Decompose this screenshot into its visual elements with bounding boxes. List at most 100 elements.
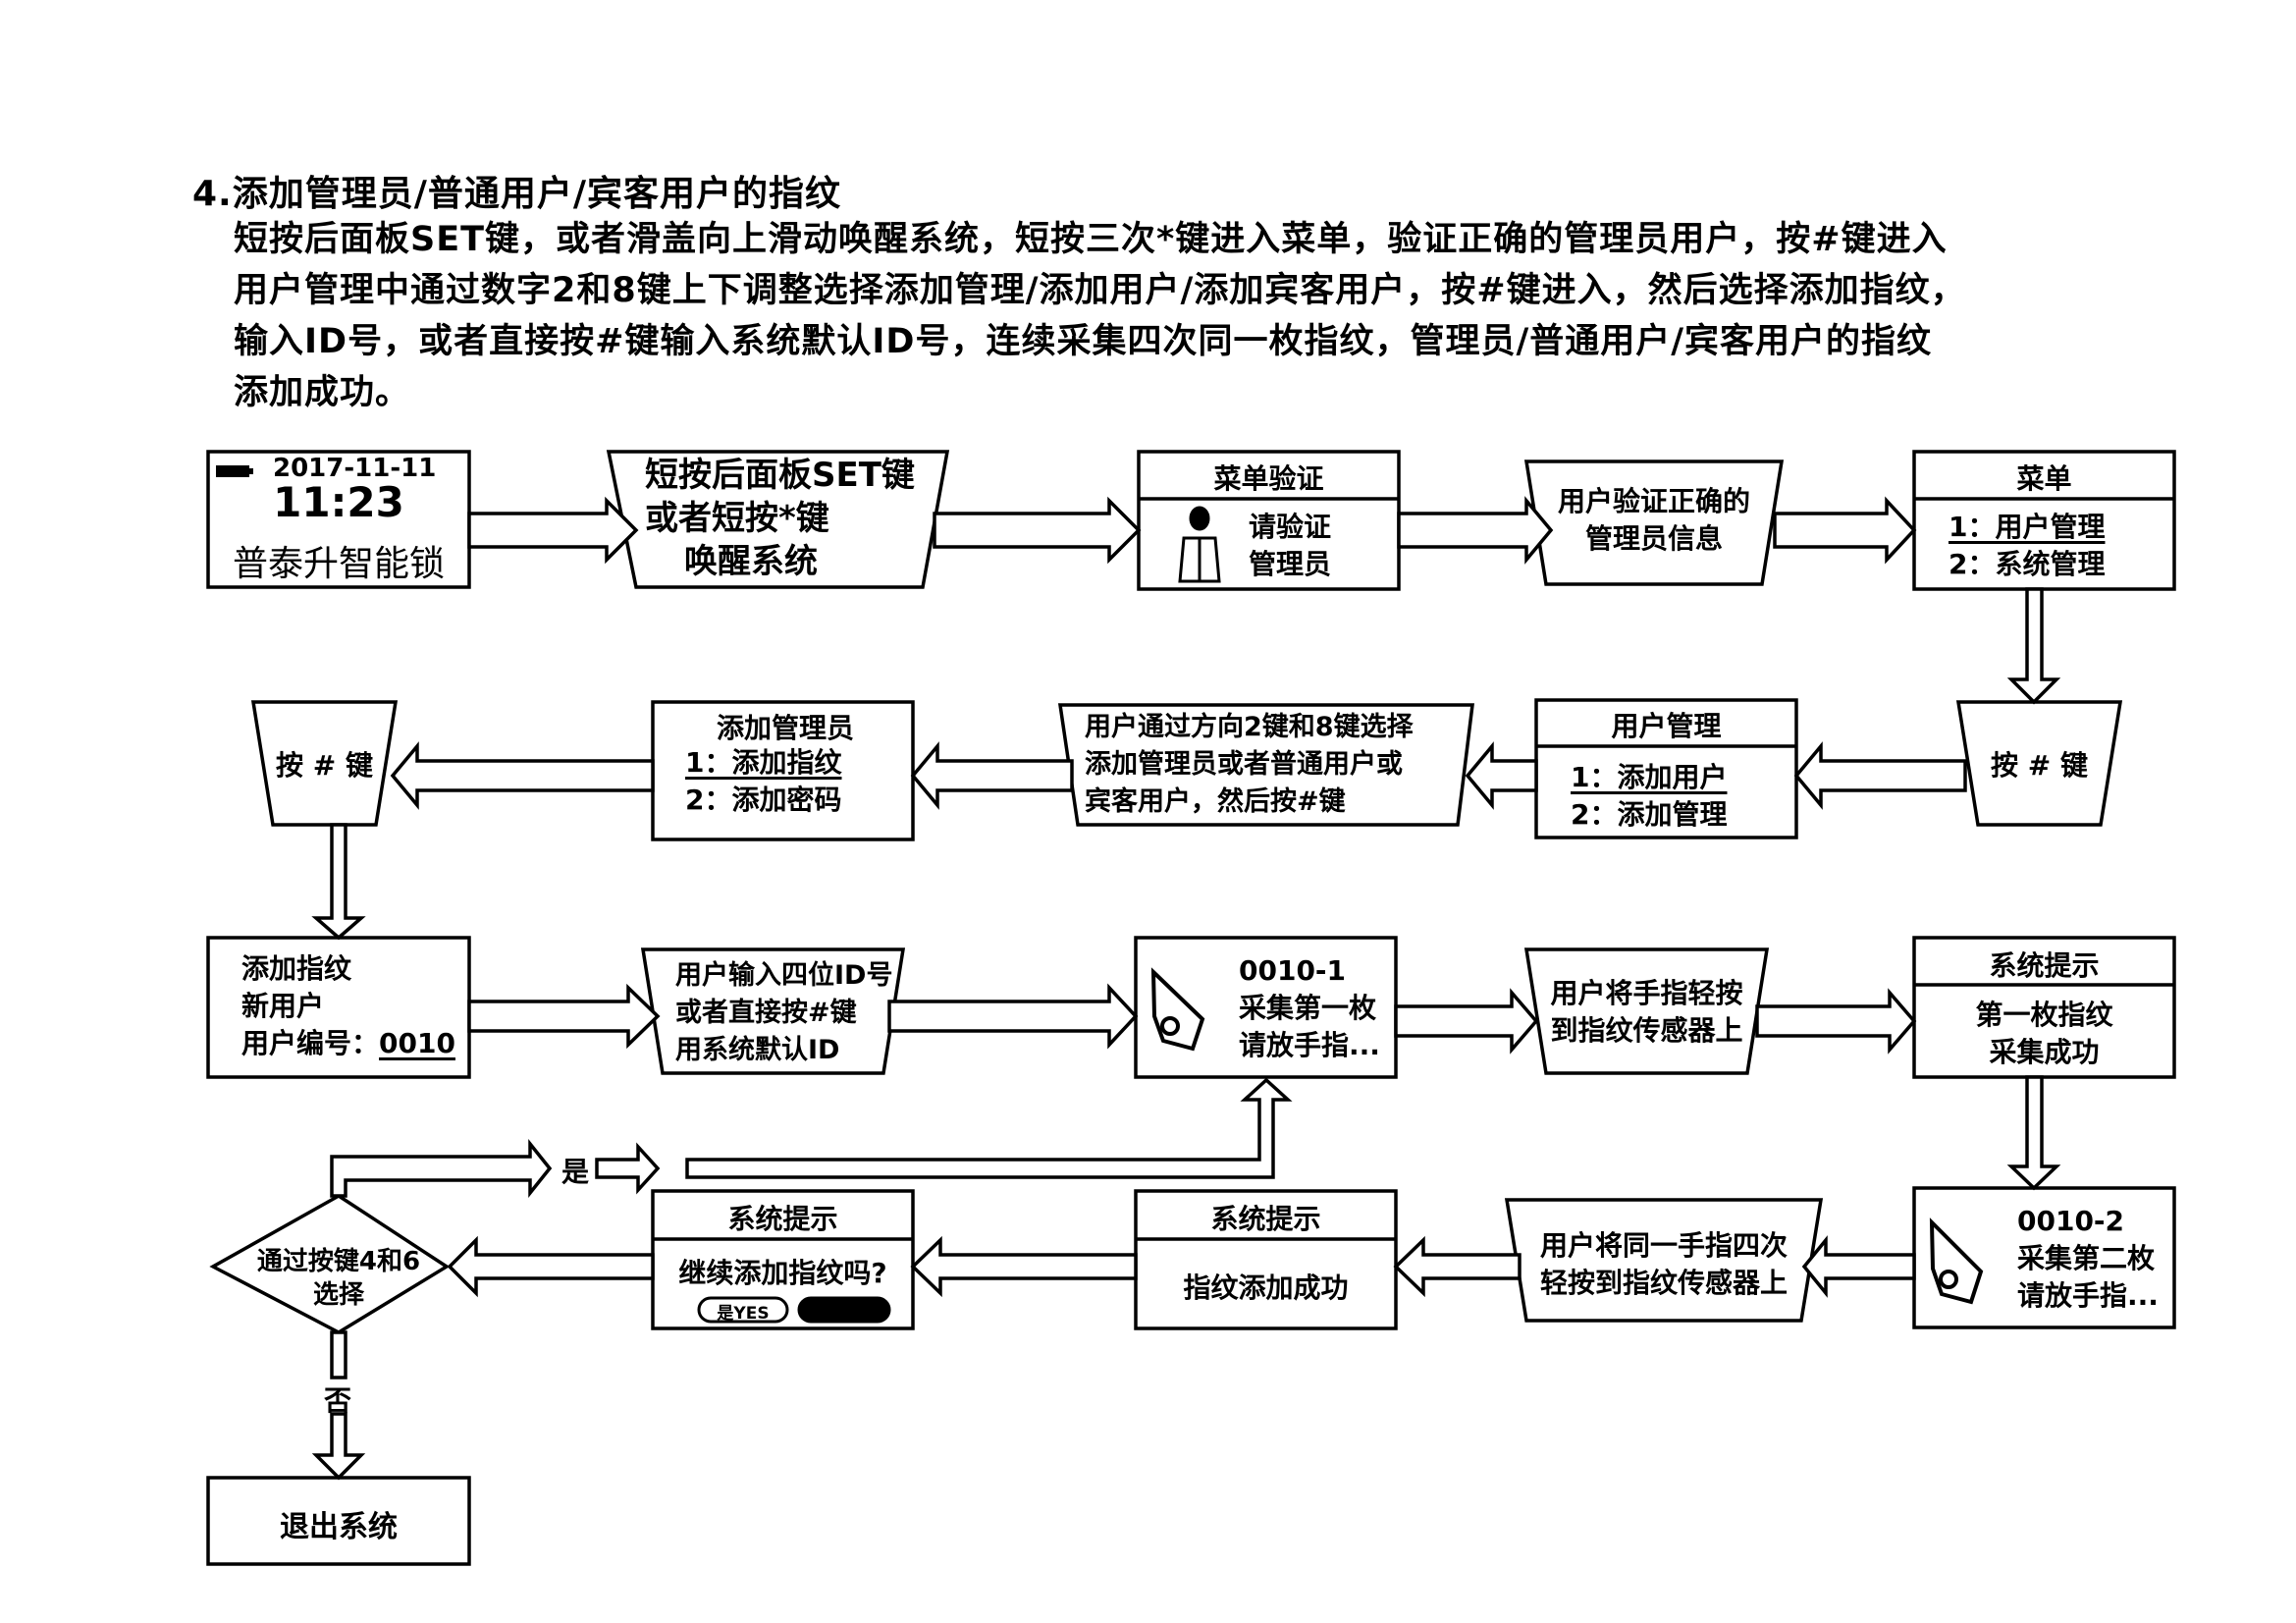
add-fp-line: 添加指纹 — [241, 952, 352, 985]
yes-button[interactable] — [697, 1296, 789, 1324]
menu-item-system-mgmt[interactable]: 2：系统管理 — [1949, 548, 2106, 580]
wake-line: 或者短按*键 — [645, 499, 829, 538]
capture-2-code: 0010-2 — [2017, 1205, 2125, 1237]
prompt-success-title: 系统提示 — [1210, 1203, 1321, 1235]
capture-2-line: 请放手指... — [2017, 1279, 2159, 1312]
wake-step-box — [606, 450, 950, 589]
input-id-text: 用户输入四位ID号 或者直接按#键 用系统默认ID — [675, 957, 892, 1069]
select-line: 用户通过方向2键和8键选择 — [1085, 712, 1414, 742]
arrow-no-down — [311, 1330, 366, 1481]
user-id-value[interactable]: 0010 — [379, 1027, 455, 1059]
user-id-label: 用户编号： — [241, 1027, 380, 1059]
add-admin-title: 添加管理员 — [717, 712, 855, 744]
verify-ok-text: 用户验证正确的 管理员信息 — [1526, 483, 1782, 558]
arrow-addadmin-to-press — [390, 741, 655, 810]
press-finger-text: 用户将手指轻按 到指纹传感器上 — [1526, 975, 1767, 1050]
arrow-prompt-down — [2006, 1075, 2061, 1191]
arrow-press-to-usermgmt — [1793, 741, 1967, 810]
user-icon — [1178, 506, 1221, 583]
no-button[interactable] — [797, 1296, 891, 1324]
paragraph-line: 短按后面板SET键，或者滑盖向上滑动唤醒系统，短按三次*键进入菜单，验证正确的管… — [234, 220, 1948, 259]
add-admin-item-fingerprint[interactable]: 1：添加指纹 — [685, 746, 842, 779]
prompt-first-line: 采集成功 — [1989, 1036, 2100, 1068]
arrow-press-down — [311, 823, 366, 941]
press-hash-left-label: 按 # 键 — [276, 749, 373, 782]
select-line: 添加管理员或者普通用户或 — [1085, 749, 1403, 780]
prompt-first-title: 系统提示 — [1989, 949, 2100, 982]
press-four-line: 用户将同一手指四次 — [1539, 1229, 1788, 1262]
prompt-first-line: 第一枚指纹 — [1975, 999, 2113, 1031]
add-admin-box — [651, 700, 915, 841]
section-paragraph: 短按后面板SET键，或者滑盖向上滑动唤醒系统，短按三次*键进入菜单，验证正确的管… — [234, 214, 2158, 418]
menu-item-user-mgmt[interactable]: 1：用户管理 — [1949, 511, 2106, 543]
press-hash-right-label: 按 # 键 — [1991, 749, 2088, 782]
input-id-line: 或者直接按#键 — [675, 998, 857, 1028]
verify-ok-line: 管理员信息 — [1584, 522, 1723, 555]
menu-title: 菜单 — [2016, 462, 2072, 495]
user-mgmt-title: 用户管理 — [1611, 710, 1722, 742]
pointing-hand-icon — [1150, 967, 1205, 1052]
lcd-brand: 普泰升智能锁 — [232, 544, 445, 584]
decision-line: 通过按键4和6 — [256, 1247, 421, 1276]
arrow-pressfour-to-success — [1393, 1235, 1522, 1298]
press-four-text: 用户将同一手指四次 轻按到指纹传感器上 — [1507, 1227, 1821, 1302]
press-four-line: 轻按到指纹传感器上 — [1539, 1267, 1788, 1299]
exit-box — [206, 1476, 471, 1566]
capture-2-line: 采集第二枚 — [2017, 1242, 2156, 1274]
add-admin-item-password[interactable]: 2：添加密码 — [685, 784, 842, 816]
capture-1-line: 采集第一枚 — [1239, 992, 1377, 1024]
press-hash-left-box — [250, 700, 399, 827]
edge-label-yes: 是 — [561, 1156, 590, 1188]
arrow-ok-to-menu — [1773, 496, 1917, 565]
yes-button-label[interactable]: 是YES — [717, 1304, 770, 1324]
verify-ok-line: 用户验证正确的 — [1557, 485, 1750, 517]
prompt-continue-question: 继续添加指纹吗? — [678, 1257, 887, 1289]
arrow-select-to-addadmin — [910, 741, 1074, 810]
select-line: 宾客用户，然后按#键 — [1085, 786, 1346, 817]
select-step-text: 用户通过方向2键和8键选择 添加管理员或者普通用户或 宾客用户，然后按#键 — [1085, 709, 1414, 821]
user-mgmt-item-add-user[interactable]: 1：添加用户 — [1571, 761, 1728, 793]
arrow-press-to-prompt — [1755, 988, 1917, 1055]
decision-line: 选择 — [312, 1280, 364, 1310]
menu-list: 1：用户管理 2：系统管理 — [1949, 509, 2105, 583]
add-fingerprint-box — [206, 936, 471, 1079]
add-admin-list: 1：添加指纹 2：添加密码 — [685, 744, 841, 819]
prompt-first-text: 第一枚指纹 采集成功 — [1914, 997, 2174, 1071]
battery-icon — [216, 465, 253, 477]
press-finger-line: 用户将手指轻按 — [1550, 977, 1743, 1009]
add-fp-line: 新用户 — [241, 990, 325, 1022]
arrow-capture2-to-pressfour — [1801, 1235, 1916, 1298]
arrow-capture1-to-press — [1394, 988, 1539, 1055]
input-id-line: 用户输入四位ID号 — [675, 960, 893, 991]
menu-verify-text: 请验证 管理员 — [1249, 509, 1331, 583]
section-heading: 4.添加管理员/普通用户/宾客用户的指纹 — [192, 174, 842, 214]
prompt-continue-title: 系统提示 — [727, 1203, 838, 1235]
edge-label-no: 否 — [324, 1384, 352, 1417]
arrow-continue-to-decision — [447, 1235, 655, 1298]
user-mgmt-item-add-admin[interactable]: 2：添加管理 — [1571, 798, 1728, 831]
verify-line: 管理员 — [1249, 548, 1332, 580]
add-fp-text: 添加指纹 新用户 用户编号：0010 — [241, 950, 455, 1062]
paragraph-line: 用户管理中通过数字2和8键上下调整选择添加管理/添加用户/添加宾客用户，按#键进… — [234, 271, 1966, 310]
input-id-box — [640, 947, 906, 1075]
arrow-usermgmt-to-select — [1465, 741, 1538, 810]
capture-2-text: 0010-2 采集第二枚 请放手指... — [2017, 1203, 2159, 1315]
wake-line: 唤醒系统 — [684, 542, 818, 581]
arrow-menu-down — [2006, 587, 2061, 705]
exit-label: 退出系统 — [280, 1510, 398, 1544]
capture-1-text: 0010-1 采集第一枚 请放手指... — [1239, 952, 1380, 1064]
input-id-line: 用系统默认ID — [675, 1035, 840, 1065]
prompt-first-box — [1912, 936, 2176, 1079]
press-finger-line: 到指纹传感器上 — [1550, 1014, 1743, 1047]
user-mgmt-list: 1：添加用户 2：添加管理 — [1571, 759, 1727, 834]
capture-1-code: 0010-1 — [1239, 954, 1347, 987]
wake-step-text: 短按后面板SET键 或者短按*键 唤醒系统 — [645, 454, 915, 583]
pointing-hand-icon — [1929, 1217, 1984, 1305]
capture-1-line: 请放手指... — [1239, 1029, 1380, 1061]
press-four-box — [1504, 1198, 1824, 1323]
press-finger-box — [1523, 947, 1770, 1075]
menu-verify-title: 菜单验证 — [1213, 462, 1324, 495]
prompt-success-text: 指纹添加成功 — [1183, 1271, 1349, 1304]
verify-line: 请验证 — [1249, 511, 1332, 543]
